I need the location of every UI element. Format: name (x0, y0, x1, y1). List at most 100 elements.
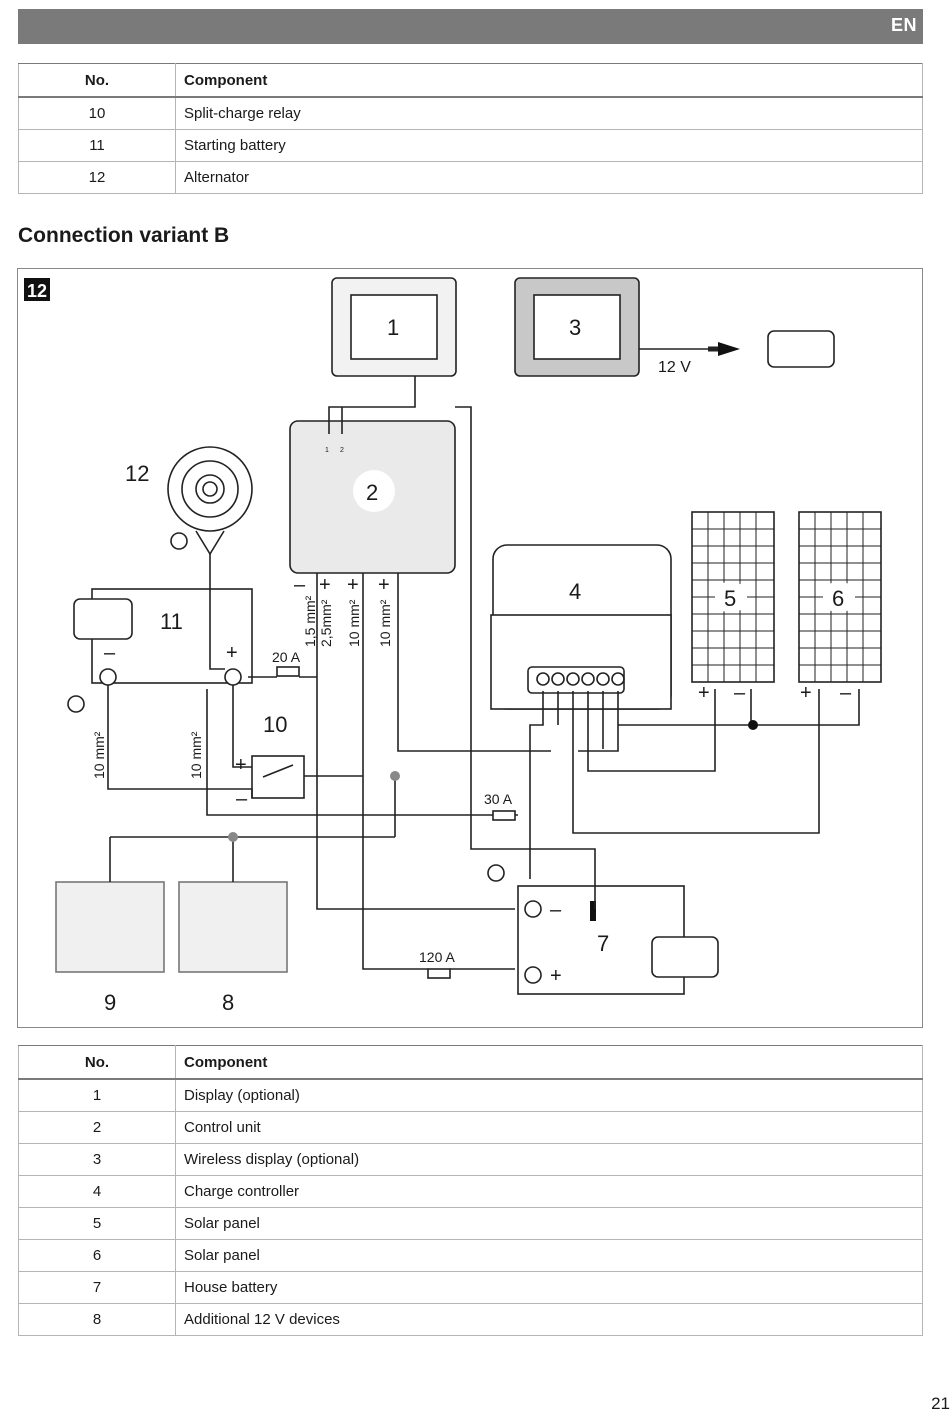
battery-minus-terminal (99, 668, 117, 686)
wireless-display-screen (533, 294, 621, 360)
label-6: 6 (832, 586, 844, 611)
minus-sign: – (294, 574, 306, 596)
wire-gauge-label: 10 mm² (91, 731, 107, 779)
label-8: 8 (222, 990, 234, 1015)
additional-devices-box (178, 881, 288, 973)
charge-controller-body (490, 614, 672, 710)
cell-no: 3 (18, 1143, 176, 1176)
col-header-no: No. (18, 63, 176, 98)
table-header-row: No. Component (18, 63, 923, 98)
cell-component: House battery (175, 1271, 923, 1304)
cell-no: 10 (18, 97, 176, 130)
wire-gauge-label: 10 mm² (377, 599, 393, 647)
col-header-component: Component (175, 1045, 923, 1080)
fuse-120a-label: 120 A (419, 949, 455, 965)
wire-gauge-label: 10 mm² (346, 599, 362, 647)
appliances-box (55, 881, 165, 973)
cell-component: Split-charge relay (175, 97, 923, 130)
house-minus-terminal (524, 900, 542, 918)
plus-sign: + (226, 642, 238, 664)
label-5: 5 (724, 586, 736, 611)
cell-no: 5 (18, 1207, 176, 1240)
cell-component: Alternator (175, 161, 923, 194)
diagram-svg: 12 1 3 2 4 5 6 7 8 9 10 11 12 12 V 20 A … (24, 277, 882, 1015)
battery-plus-terminal (224, 668, 242, 686)
plus-sign: + (800, 682, 812, 704)
table-row: 12 Alternator (18, 161, 923, 194)
cell-component: Solar panel (175, 1207, 923, 1240)
table-row: 4 Charge controller (18, 1175, 923, 1208)
alternator-mount (195, 530, 225, 556)
table-header-row: No. Component (18, 1045, 923, 1080)
label-10: 10 (263, 712, 287, 737)
house-battery-vehicle-icon (651, 936, 719, 978)
label-4: 4 (569, 579, 581, 604)
display-screen (350, 294, 438, 360)
label-7: 7 (597, 931, 609, 956)
section-title: Connection variant B (18, 224, 230, 247)
plus-sign: + (347, 574, 359, 596)
col-header-no: No. (18, 1045, 176, 1080)
ground-icon (487, 864, 505, 882)
ground-icon (67, 695, 85, 713)
alternator-rotor (181, 460, 239, 518)
fuse-30a (492, 810, 516, 821)
table-row: 5 Solar panel (18, 1207, 923, 1240)
table-row: 3 Wireless display (optional) (18, 1143, 923, 1176)
wiring-diagram: 12 1 3 2 4 5 6 7 8 9 10 11 12 12 V 20 A … (17, 268, 923, 1028)
col-header-component: Component (175, 63, 923, 98)
table-row: 2 Control unit (18, 1111, 923, 1144)
label-9: 9 (104, 990, 116, 1015)
label-11: 11 (160, 609, 183, 634)
plus-sign: + (319, 574, 331, 596)
figure-number-badge (24, 278, 50, 301)
house-plus-terminal (524, 966, 542, 984)
header-bar: EN (18, 9, 923, 44)
cell-component: Display (optional) (175, 1079, 923, 1112)
cell-no: 8 (18, 1303, 176, 1336)
battery-sensor (590, 901, 596, 921)
table-row: 11 Starting battery (18, 129, 923, 162)
language-label: EN (890, 15, 917, 35)
fuse-20a (276, 666, 300, 677)
control-unit-label-circle (353, 470, 395, 512)
cell-no: 2 (18, 1111, 176, 1144)
starting-battery-vehicle-icon (73, 598, 133, 640)
wire-gauge-label: 2,5mm² (318, 599, 334, 647)
ground-icon (170, 532, 188, 550)
cell-no: 11 (18, 129, 176, 162)
component-table-bottom: No. Component 1 Display (optional) 2 Con… (18, 1045, 923, 1336)
component-table-top: No. Component 10 Split-charge relay 11 S… (18, 63, 923, 194)
junction-dot (748, 720, 758, 730)
table-row: 8 Additional 12 V devices (18, 1303, 923, 1336)
cell-no: 12 (18, 161, 176, 194)
label-2: 2 (366, 480, 378, 505)
minus-sign: – (550, 899, 562, 921)
cell-no: 4 (18, 1175, 176, 1208)
fuse-20a-label: 20 A (272, 649, 301, 665)
cell-no: 6 (18, 1239, 176, 1272)
minus-sign: – (840, 682, 852, 704)
cell-no: 7 (18, 1271, 176, 1304)
wire-gauge-label: 1,5 mm² (302, 595, 318, 647)
wiring (107, 376, 860, 970)
cell-component: Wireless display (optional) (175, 1143, 923, 1176)
cell-no: 1 (18, 1079, 176, 1112)
junction-dot (228, 832, 238, 842)
cell-component: Solar panel (175, 1239, 923, 1272)
sensor-1-label: 1 (325, 447, 329, 454)
fuse-30a-label: 30 A (484, 791, 513, 807)
cell-component: Control unit (175, 1111, 923, 1144)
voltage-label: 12 V (658, 359, 691, 376)
plus-sign: + (698, 682, 710, 704)
sensor-2-label: 2 (340, 447, 344, 454)
table-row: 1 Display (optional) (18, 1079, 923, 1112)
page-number: 21 (931, 1394, 950, 1413)
label-3: 3 (569, 315, 581, 340)
wire-gauge-label: 10 mm² (188, 731, 204, 779)
cell-component: Starting battery (175, 129, 923, 162)
minus-sign: – (734, 682, 746, 704)
relay-switch (262, 764, 294, 778)
fuse-120a (427, 968, 451, 979)
junction-dot (390, 771, 400, 781)
